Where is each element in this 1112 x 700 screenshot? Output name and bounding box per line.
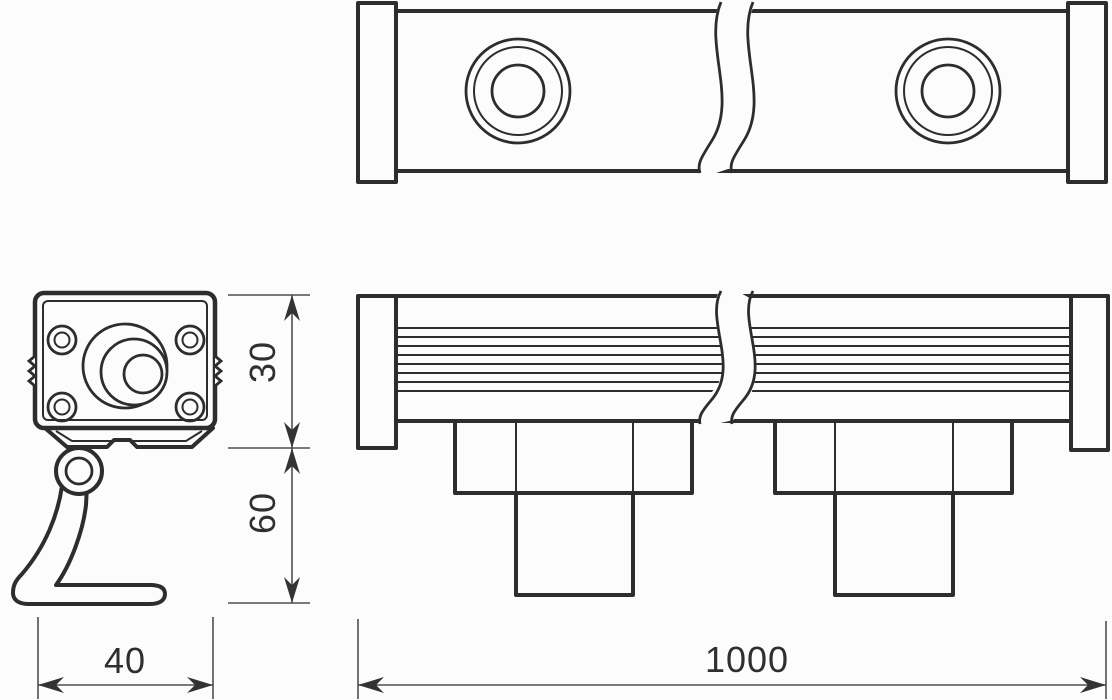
side-view-body-inner (42, 300, 208, 421)
side-view-bracket-leg (11, 484, 167, 606)
front-view-mounting-bracket-1 (453, 419, 694, 597)
side-view (11, 290, 224, 606)
top-view-lens-1 (464, 37, 572, 145)
dimension-30-60 (228, 294, 310, 604)
side-view-right-ribs (212, 354, 224, 388)
top-view-right-end-cap (1066, 1, 1108, 184)
front-view-right-end-cap (1069, 294, 1110, 452)
top-view-lens-2 (894, 37, 1002, 145)
dimension-label-bracket-height: 60 (242, 491, 283, 535)
top-view-left-end-cap (356, 1, 398, 184)
front-view-break-symbol (698, 282, 757, 428)
top-view (356, 0, 1108, 184)
side-view-base-inner-line (55, 430, 203, 442)
dimension-label-overall-length: 1000 (704, 639, 790, 680)
side-view-corner-screws (46, 324, 206, 423)
front-view-mounting-bracket-2 (773, 419, 1014, 597)
front-view (356, 282, 1110, 597)
top-view-break-symbol (697, 0, 756, 179)
dimension-label-body-height: 30 (242, 340, 283, 384)
side-view-lens (81, 322, 169, 410)
side-view-left-ribs (26, 354, 38, 388)
side-view-base-trapezoid (43, 426, 215, 449)
front-view-left-end-cap (356, 294, 398, 450)
side-view-pivot-knob (54, 446, 104, 496)
dimension-40 (37, 617, 214, 699)
dimension-label-body-width: 40 (103, 640, 147, 681)
dimension-1000 (357, 619, 1107, 699)
